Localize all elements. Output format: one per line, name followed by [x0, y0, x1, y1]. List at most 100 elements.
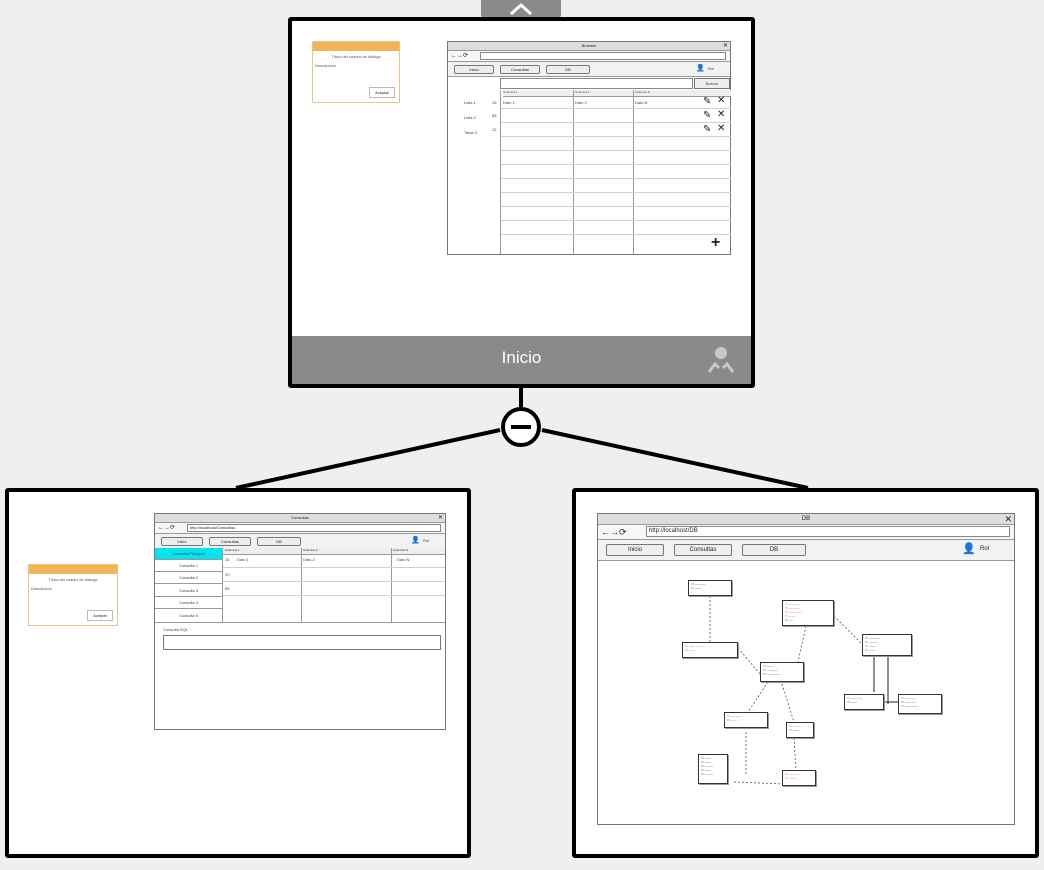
col-header-2: Columna 2	[303, 548, 318, 552]
side-count-1: 15	[492, 100, 497, 105]
browser-title: DB	[801, 516, 811, 522]
menu-db: DB	[742, 544, 806, 556]
node-inicio[interactable]: Título del cuadro de diálogo Descripción…	[288, 17, 755, 388]
search-input	[500, 78, 693, 89]
er-entity: ▭ ─────▭ ───	[688, 580, 732, 596]
menu-db: DB	[546, 65, 590, 74]
dialog-title: Título del cuadro de diálogo	[48, 577, 98, 582]
query-item-5: Consulta 5	[178, 613, 199, 618]
edit-icon: ✎	[703, 124, 712, 135]
menu-consultas: Consultas	[209, 537, 251, 546]
er-diagram: ▭ ─────▭ ─── ▭ ──── ─▭ ─────▭ ─── ───▭ ─…	[598, 564, 1014, 824]
query-item-1: Consulta 1	[155, 560, 222, 572]
side-item-1: Lista 1	[464, 100, 476, 105]
search-button: Buscar	[694, 78, 730, 89]
url-bar: http://localhost/Consultas	[187, 524, 441, 532]
query-item-principal: Consulta Principal	[155, 548, 222, 560]
row-id-3: 85	[225, 586, 230, 591]
url-bar: http://localhost/DB	[646, 526, 1010, 537]
query-list: Consulta Principal Consulta 1 Consulta 2…	[155, 548, 223, 622]
side-item-3: Tabla 3	[464, 130, 477, 135]
data-table: Columna 1 Columna 2 Columna N Dato 1 Dat…	[500, 90, 731, 254]
col-header-1: Columna 1	[225, 548, 240, 552]
col-header-n: Columna N	[393, 548, 409, 552]
er-entity: ▭ ─────▭ ─── ─▭ ───▭ ───	[862, 634, 912, 656]
er-entity: ▭ ─── ──▭ ─────▭ ─── ───	[898, 694, 942, 714]
er-entity: ▭ ─── ─── ─▭ ───	[682, 642, 738, 658]
er-entity: ▭ ────▭ ───	[786, 722, 814, 738]
collapse-up-button[interactable]	[481, 0, 561, 18]
user-role: Rol	[423, 538, 430, 543]
menu-consultas: Consultas	[500, 65, 540, 74]
cell-dato-n: Dato N	[635, 100, 648, 105]
dialog-header	[29, 565, 117, 574]
data-table: Columna 1 Columna 2 Columna N 15 Dato 1 …	[223, 548, 445, 622]
cell-dato-2: Dato 2	[575, 100, 587, 105]
dialog-title: Título del cuadro de diálogo	[331, 54, 381, 59]
node-db[interactable]: DB ✕ ←→⟳ http://localhost/DB Inicio Consul…	[572, 488, 1039, 858]
url-bar	[480, 52, 726, 60]
menu-inicio: Inicio	[454, 65, 494, 74]
browser-title: Consultas	[291, 515, 309, 520]
delete-icon: ✕	[717, 109, 726, 120]
cell-dato-1: Dato 1	[237, 557, 249, 562]
node-caption-bar: Inicio	[292, 336, 751, 384]
cell-dato-n: Dato N	[397, 557, 410, 562]
dialog-description: Descripción	[315, 63, 336, 68]
collapse-node-button[interactable]	[501, 407, 541, 447]
query-item-3: Consulta 3	[155, 585, 222, 597]
dialog-mockup: Título del cuadro de diálogo Descripción…	[312, 41, 400, 103]
row-id-2: 20	[225, 572, 230, 577]
cell-dato-1: Dato 1	[503, 100, 515, 105]
edit-icon: ✎	[703, 96, 712, 107]
dialog-description: Descripción	[31, 586, 52, 591]
browser-mockup: DB ✕ ←→⟳ http://localhost/DB Inicio Consul…	[597, 513, 1015, 825]
cell-dato-2: Dato 2	[303, 557, 315, 562]
dialog-ok-button: Aceptar	[87, 610, 113, 621]
delete-icon: ✕	[717, 95, 726, 106]
browser-mockup: Consultas ✕ ←→⟳ http://localhost/Consultas…	[154, 513, 446, 730]
er-entity: ▭ ───▭ ───▭ ────▭ ───▭ ────	[698, 754, 728, 784]
close-icon: ✕	[1004, 514, 1012, 524]
query-item-2: Consulta 2	[155, 572, 222, 584]
er-relations	[709, 596, 898, 785]
side-count-2: 65	[492, 113, 497, 118]
menu-inicio: Inicio	[606, 544, 664, 556]
col-header-1: Columna 1	[503, 90, 518, 94]
delete-icon: ✕	[717, 123, 726, 134]
er-entity: ▭ ──── ─▭ ─────▭ ─── ───▭ ───▭ ──	[782, 600, 834, 626]
add-icon: +	[711, 234, 721, 251]
row-id-1: 15	[225, 557, 230, 562]
er-entity: ▭ ─────▭ ───	[724, 712, 768, 728]
sql-label: Consulta SQL	[163, 627, 188, 632]
user-role: Rol	[980, 546, 990, 552]
minus-circle-icon	[501, 407, 541, 447]
dialog-ok-button: Aceptar	[369, 87, 395, 98]
query-item-4: Consulta 4	[155, 597, 222, 609]
menu-inicio: Inicio	[161, 537, 203, 546]
side-count-3: 12	[492, 127, 497, 132]
er-entity: ▭ ─── ──▭ ───	[844, 694, 884, 710]
node-caption: Inicio	[501, 348, 542, 367]
menu-consultas: Consultas	[674, 544, 732, 556]
user-icon: 👤	[411, 537, 420, 544]
user-icon: 👤	[696, 65, 705, 72]
sql-input	[163, 635, 441, 650]
er-entity: ▭ ─────▭ ────	[782, 770, 816, 786]
node-consultas[interactable]: Título del cuadro de diálogo Descripción…	[5, 488, 471, 858]
close-icon: ✕	[437, 515, 443, 521]
nav-arrows-icon: ←→⟳	[451, 53, 469, 59]
menu-db: DB	[257, 537, 301, 546]
user-icon: 👤	[962, 543, 976, 555]
user-role: Rol	[708, 66, 715, 71]
col-header-n: Columna N	[635, 90, 651, 94]
edit-icon: ✎	[703, 110, 712, 121]
dialog-header	[313, 42, 399, 51]
chevron-up-icon	[509, 2, 533, 16]
close-icon: ✕	[722, 43, 728, 49]
dialog-mockup: Título del cuadro de diálogo Descripción…	[28, 564, 118, 626]
side-item-2: Lista 2	[464, 115, 476, 120]
nav-arrows-icon: ←→⟳	[601, 527, 627, 537]
nav-arrows-icon: ←→⟳	[158, 525, 176, 531]
